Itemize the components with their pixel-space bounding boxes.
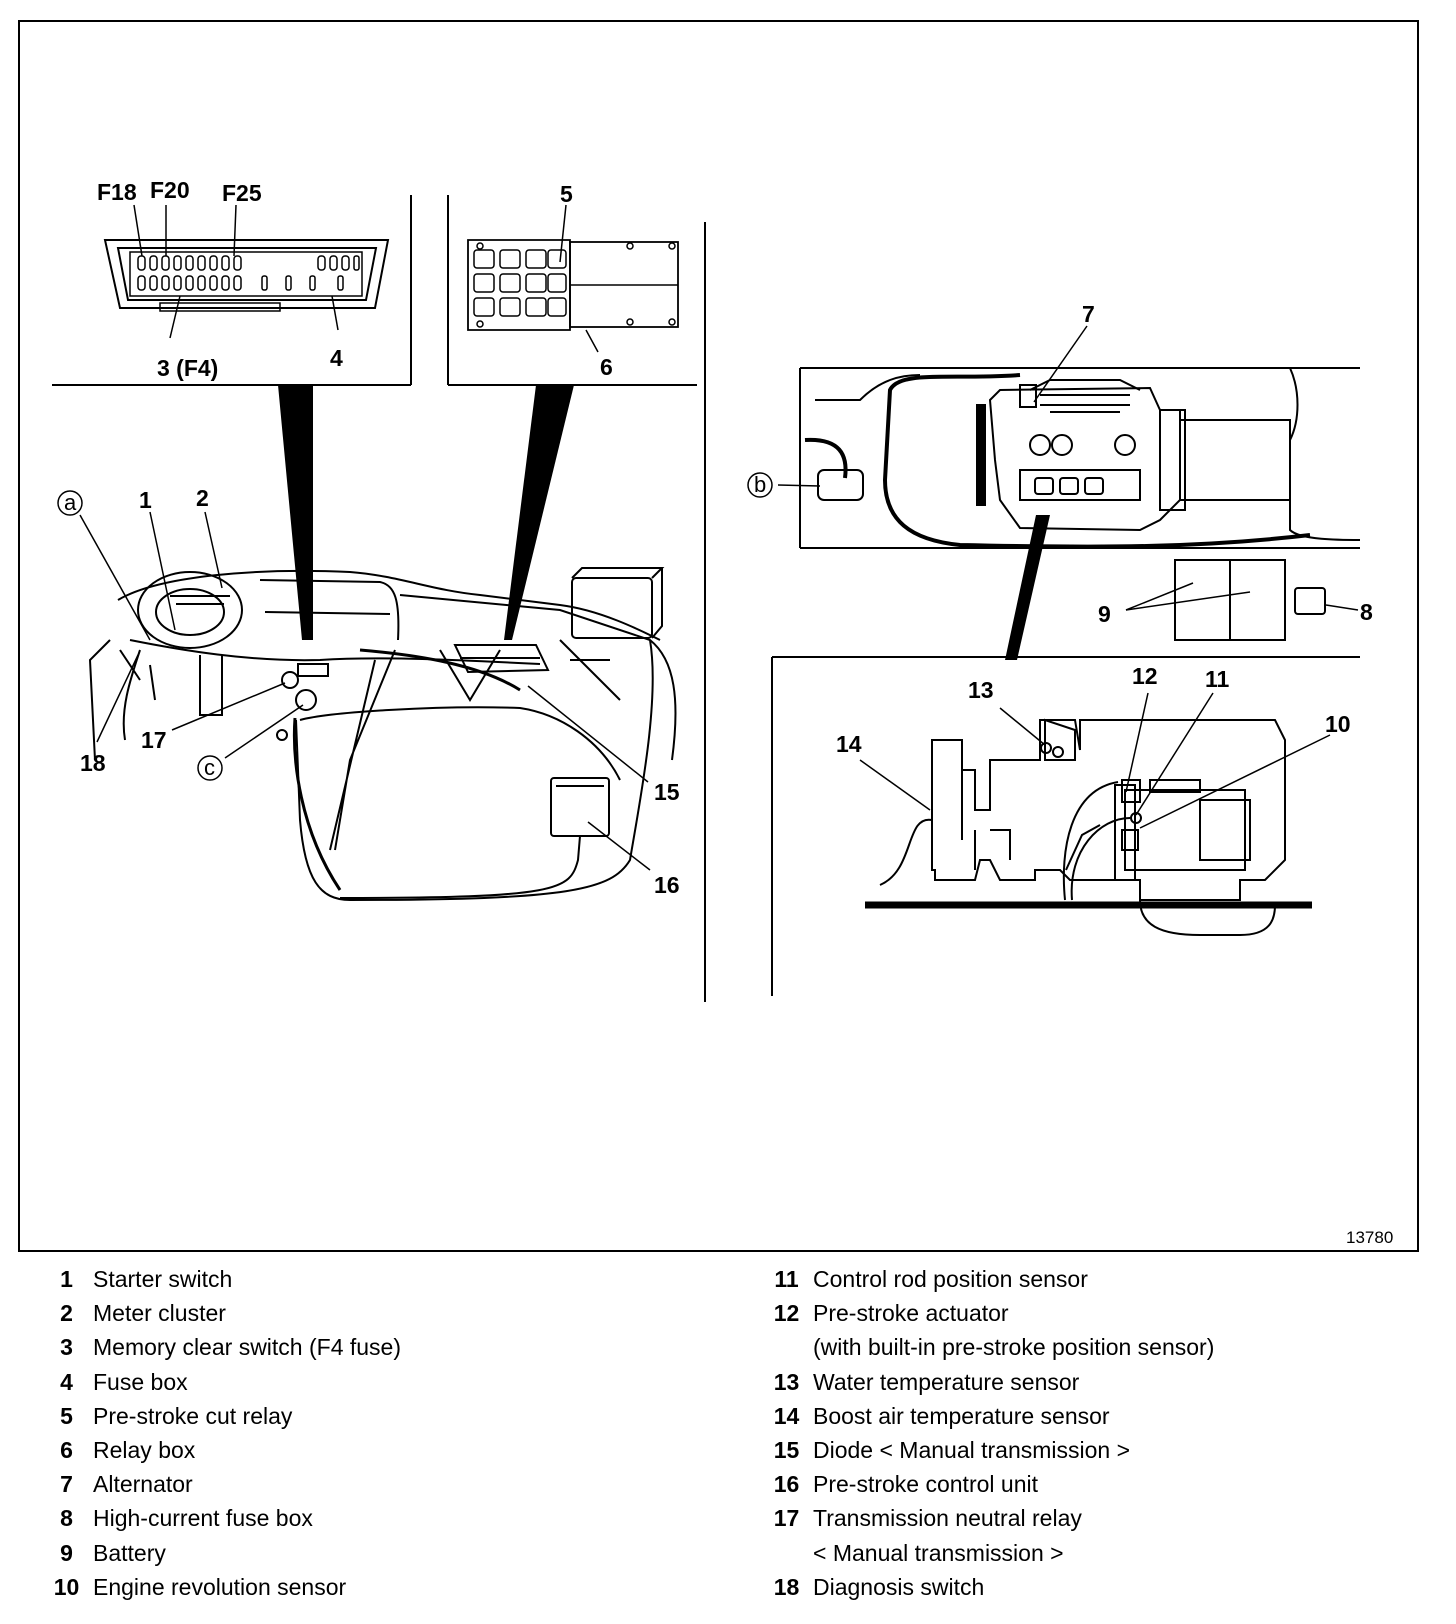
legend-text: Pre-stroke actuator [813, 1300, 1009, 1327]
legend-text: Pre-stroke control unit [813, 1471, 1038, 1498]
legend-item: 4 Fuse box [40, 1365, 690, 1399]
fuse-box-inset [52, 195, 412, 386]
legend-item-continuation: (with built-in pre-stroke position senso… [760, 1330, 1420, 1364]
legend-item: 12 Pre-stroke actuator [760, 1296, 1420, 1330]
legend-item: 9 Battery [40, 1536, 690, 1570]
legend-text: Battery [93, 1539, 166, 1566]
legend-number: 2 [60, 1300, 73, 1327]
label-f20: F20 [150, 177, 190, 203]
legend-item: 5 Pre-stroke cut relay [40, 1399, 690, 1433]
legend-number: 12 [773, 1300, 800, 1327]
legend-item: 8 High-current fuse box [40, 1501, 690, 1535]
legend-item: 18 Diagnosis switch [760, 1570, 1420, 1604]
label-c: c [204, 755, 215, 780]
legend-text: Boost air temperature sensor [813, 1402, 1110, 1429]
engine-detail-view [771, 656, 1360, 996]
label-11: 11 [1205, 666, 1230, 692]
legend-number: 6 [60, 1437, 73, 1464]
label-b: b [754, 472, 766, 497]
legend-item: 2 Meter cluster [40, 1296, 690, 1330]
legend-number: 11 [774, 1266, 799, 1292]
label-a: a [64, 490, 77, 515]
legend-number: 8 [60, 1505, 73, 1532]
legend-item: 6 Relay box [40, 1433, 690, 1467]
legend-text: Meter cluster [93, 1300, 226, 1327]
label-12: 12 [1132, 663, 1158, 689]
legend-item: 7 Alternator [40, 1467, 690, 1501]
callout-b-circle [747, 472, 773, 498]
legend-text: Control rod position sensor [813, 1266, 1088, 1292]
label-6: 6 [600, 354, 613, 380]
component-location-diagram: 13780 F18 F20 F25 3 [18, 20, 1419, 1252]
legend-number: 1 [60, 1266, 73, 1292]
legend-number: 15 [773, 1437, 800, 1464]
legend-text: Memory clear switch (F4 fuse) [93, 1334, 402, 1361]
legend-item: 3 Memory clear switch (F4 fuse) [40, 1330, 690, 1364]
legend-number: 5 [60, 1402, 73, 1429]
legend-number: 17 [773, 1505, 800, 1532]
legend-text: Water temperature sensor [813, 1368, 1080, 1395]
relay-box-inset [447, 195, 697, 386]
legend-left-column: 1 Starter switch 2 Meter cluster 3 Memory c… [40, 1262, 690, 1604]
cab-interior-view [79, 511, 677, 902]
label-5: 5 [560, 181, 573, 207]
legend-item: 15 Diode < Manual transmission > [760, 1433, 1420, 1467]
legend-item: 1 Starter switch [40, 1262, 690, 1296]
label-2: 2 [196, 485, 209, 511]
legend-text-continuation: < Manual transmission > [813, 1539, 1064, 1566]
legend-item: 16 Pre-stroke control unit [760, 1467, 1420, 1501]
engine-detail-pointer [1005, 515, 1050, 660]
label-14: 14 [836, 731, 862, 757]
legend-number: 4 [60, 1368, 73, 1395]
legend-item: 11 Control rod position sensor [760, 1262, 1420, 1296]
legend-text: Fuse box [93, 1368, 188, 1395]
fuse-box-pointer [278, 385, 313, 640]
label-13: 13 [968, 677, 994, 703]
label-18: 18 [80, 750, 106, 776]
legend-item: 10 Engine revolution sensor [40, 1570, 690, 1604]
label-10: 10 [1325, 711, 1351, 737]
label-f18: F18 [97, 179, 137, 205]
figure-code: 13780 [1346, 1228, 1393, 1247]
legend-number: 9 [60, 1539, 73, 1566]
callout-c-circle [197, 755, 223, 781]
label-7: 7 [1082, 301, 1095, 327]
legend-number: 10 [53, 1573, 80, 1600]
legend-text: High-current fuse box [93, 1505, 313, 1532]
relay-box-pointer [504, 385, 574, 640]
label-8: 8 [1360, 599, 1373, 625]
label-17: 17 [141, 727, 167, 753]
legend-number: 16 [773, 1471, 800, 1498]
legend-number: 13 [773, 1368, 800, 1395]
legend-item: 14 Boost air temperature sensor [760, 1399, 1420, 1433]
legend-text: Relay box [93, 1437, 196, 1464]
engine-bay-view [777, 325, 1361, 641]
legend-text: Engine revolution sensor [93, 1573, 347, 1600]
legend-text-continuation: (with built-in pre-stroke position senso… [813, 1334, 1215, 1361]
legend-item: 13 Water temperature sensor [760, 1365, 1420, 1399]
label-f25: F25 [222, 180, 262, 206]
legend-item-continuation: < Manual transmission > [760, 1536, 1420, 1570]
legend-text: Diode < Manual transmission > [813, 1437, 1131, 1464]
legend-text: Pre-stroke cut relay [93, 1402, 293, 1429]
legend-number: 3 [60, 1334, 73, 1361]
legend-text: Diagnosis switch [813, 1573, 985, 1600]
legend-text: Alternator [93, 1471, 193, 1498]
label-9: 9 [1098, 601, 1111, 627]
label-4: 4 [330, 345, 343, 371]
label-16: 16 [654, 872, 680, 898]
legend-item: 17 Transmission neutral relay [760, 1501, 1420, 1535]
legend-number: 7 [60, 1471, 73, 1498]
label-3-f4: 3 (F4) [157, 355, 218, 381]
figure-frame [18, 20, 1419, 1252]
legend-text: Transmission neutral relay [813, 1505, 1082, 1532]
callout-a-circle [57, 490, 83, 516]
label-15: 15 [654, 779, 680, 805]
legend-text: Starter switch [93, 1266, 233, 1292]
legend-number: 14 [773, 1402, 800, 1429]
label-1: 1 [139, 487, 152, 513]
legend-number: 18 [773, 1573, 800, 1600]
